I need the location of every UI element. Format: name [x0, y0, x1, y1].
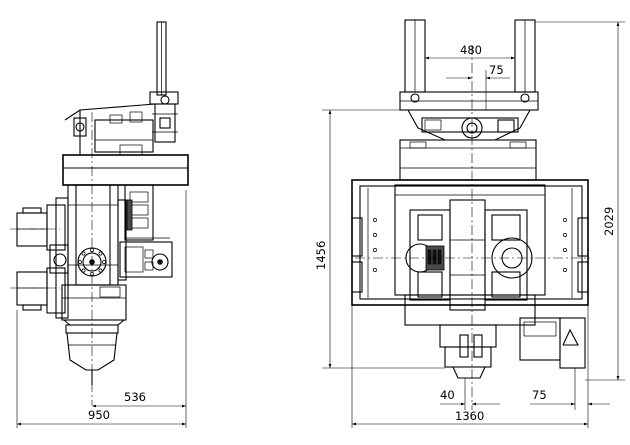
front-centerlines — [355, 45, 590, 410]
front-dimension-2029: 2029 — [535, 21, 625, 381]
front-dimension-480: 480 — [424, 43, 516, 92]
side-lifting-arm — [149, 21, 179, 143]
side-dimension-950: 950 — [16, 310, 186, 428]
front-inner-mechanism — [405, 199, 533, 311]
side-main-column — [67, 184, 127, 286]
front-dimension-1360: 1360 — [351, 305, 589, 428]
side-dimension-536: 536 — [92, 190, 187, 428]
dimension-536-label: 536 — [124, 390, 146, 404]
dimension-1360-label: 1360 — [455, 409, 484, 423]
front-dimension-40: 40 — [440, 378, 500, 410]
front-lower-section — [404, 294, 586, 379]
side-centerlines — [10, 112, 93, 405]
dimension-1456-label: 1456 — [314, 241, 328, 270]
dimension-2029-label: 2029 — [602, 207, 616, 236]
side-view — [16, 21, 189, 385]
front-dimension-75-bottom: 75 — [530, 368, 610, 410]
dimension-40-label: 40 — [440, 388, 455, 402]
front-dimension-1456: 1456 — [314, 109, 445, 369]
dimension-480-label: 480 — [460, 43, 482, 57]
dimension-75-bottom-label: 75 — [532, 388, 547, 402]
side-drive-unit — [16, 197, 69, 319]
front-main-frame — [351, 179, 589, 306]
front-view — [351, 19, 589, 379]
front-lifting-arms — [399, 19, 539, 111]
dimension-75-top-label: 75 — [489, 63, 504, 77]
side-lower-body — [61, 284, 127, 385]
front-dimension-75-top: 75 — [446, 63, 510, 110]
dimension-950-label: 950 — [88, 408, 110, 422]
side-upper-frame — [62, 103, 189, 186]
front-yoke — [399, 109, 537, 181]
side-hydraulic-block — [119, 184, 173, 278]
